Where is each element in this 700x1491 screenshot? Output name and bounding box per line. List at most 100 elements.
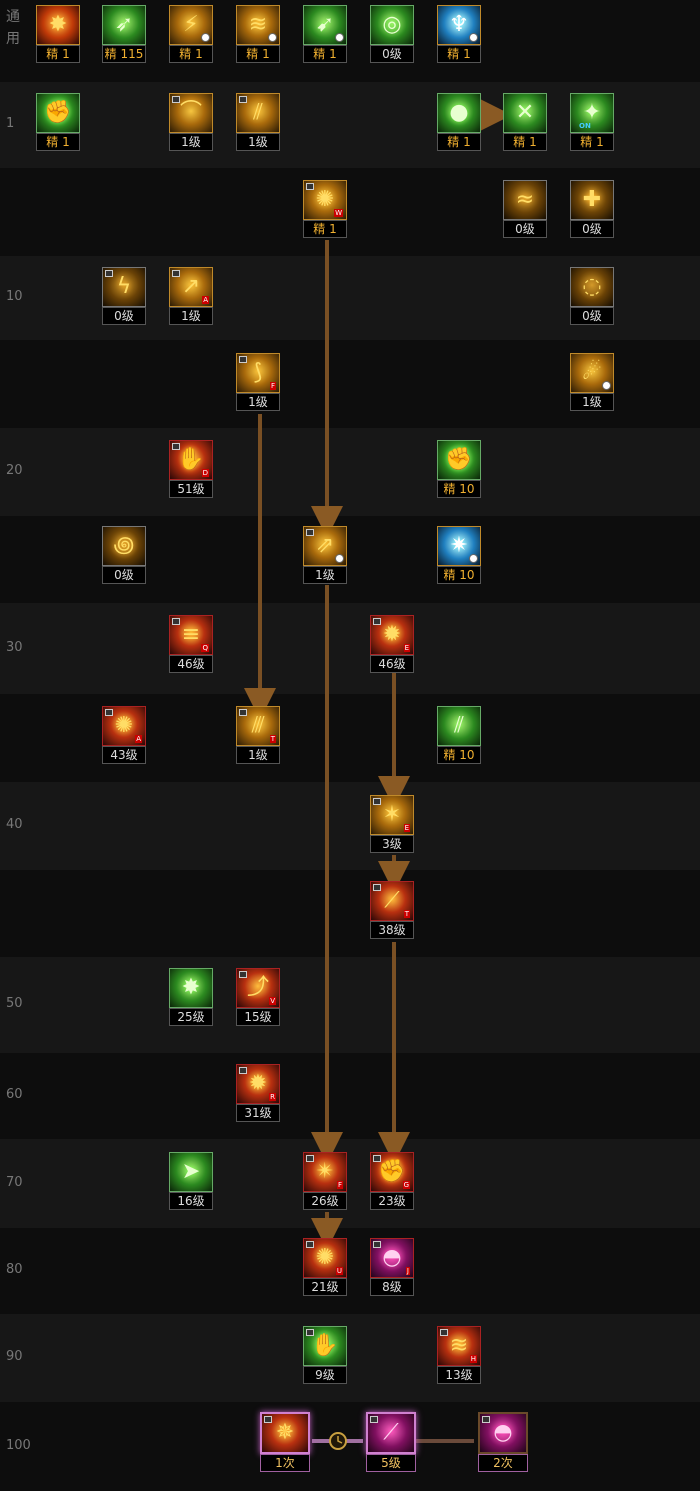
skill-slot[interactable]: ✵1次 <box>260 1412 310 1472</box>
green-burst-icon[interactable]: ✸ <box>169 968 213 1008</box>
impact-icon[interactable]: ✺U <box>303 1238 347 1278</box>
tree-row: 90 <box>0 1314 700 1402</box>
spiral-icon[interactable]: ꩜ <box>102 526 146 566</box>
awakening-helm-icon[interactable]: ◓ <box>478 1412 528 1454</box>
wind-slash-icon[interactable]: ≡Q <box>169 615 213 655</box>
skill-slot[interactable]: ≈0级 <box>503 180 547 238</box>
kick-icon[interactable]: ⚡ <box>169 5 213 45</box>
skill-slot[interactable]: ➹精 1 <box>303 5 347 63</box>
skill-tag-icon <box>264 1416 272 1423</box>
gauntlet-icon[interactable]: ✊ <box>36 93 80 133</box>
skill-slot[interactable]: ⌒1级 <box>169 93 213 151</box>
awakening-blade-icon[interactable]: ⟋ <box>366 1412 416 1454</box>
skill-slot[interactable]: ✊精 1 <box>36 93 80 151</box>
skill-slot[interactable]: ⫽精 10 <box>437 706 481 764</box>
green-orb-icon[interactable]: ● <box>437 93 481 133</box>
skill-slot[interactable]: ☄1级 <box>570 353 614 411</box>
flame-burst-icon[interactable]: ✸ <box>36 5 80 45</box>
skill-level-label: 21级 <box>303 1278 347 1296</box>
skill-slot[interactable]: ⟋5级 <box>366 1412 416 1472</box>
skill-level-label: 精 10 <box>437 746 481 764</box>
twin-blade-icon[interactable]: ⫽ <box>437 706 481 746</box>
flame-kick-icon[interactable]: ✴F <box>303 1152 347 1192</box>
wings-icon[interactable]: ♆ <box>437 5 481 45</box>
arrow-strike-icon[interactable]: ➤ <box>169 1152 213 1192</box>
arc-wave-icon[interactable]: ⟆F <box>236 353 280 393</box>
multi-slash-icon[interactable]: ⫻T <box>236 706 280 746</box>
leap-strike-icon[interactable]: ⤴V <box>236 968 280 1008</box>
target-icon[interactable]: ◎ <box>370 5 414 45</box>
skill-slot[interactable]: ✋9级 <box>303 1326 347 1384</box>
skill-slot[interactable]: ✚0级 <box>570 180 614 238</box>
skill-level-label: 1级 <box>303 566 347 584</box>
helmet-icon[interactable]: ◓J <box>370 1238 414 1278</box>
skill-slot[interactable]: ➶精 115 <box>102 5 146 63</box>
row-level-label: 60 <box>6 1087 23 1102</box>
skill-level-label: 8级 <box>370 1278 414 1296</box>
explode-icon[interactable]: ✹E <box>370 615 414 655</box>
skill-slot[interactable]: ◌0级 <box>570 267 614 325</box>
skill-slot[interactable]: ✊精 10 <box>437 440 481 498</box>
awakening-fury-icon[interactable]: ✵ <box>260 1412 310 1454</box>
skill-slot[interactable]: ✷精 10 <box>437 526 481 584</box>
fire-fist-icon[interactable]: ✊G <box>370 1152 414 1192</box>
lightning-icon[interactable]: ϟ <box>102 267 146 307</box>
slash-arc-icon[interactable]: ⌒ <box>169 93 213 133</box>
grab-icon[interactable]: ✋D <box>169 440 213 480</box>
comet-icon[interactable]: ☄ <box>570 353 614 393</box>
flame-rush-icon[interactable]: ≋H <box>437 1326 481 1366</box>
running-figure-icon[interactable]: ➶ <box>102 5 146 45</box>
crossed-swords-icon[interactable]: ✕ <box>503 93 547 133</box>
shock-icon[interactable]: ✶E <box>370 795 414 835</box>
burst-strike-icon[interactable]: ✺W <box>303 180 347 220</box>
hand-blast-icon[interactable]: ✋ <box>303 1326 347 1366</box>
claw-slash-icon[interactable]: ⫽ <box>236 93 280 133</box>
fist-icon[interactable]: ✊ <box>437 440 481 480</box>
skill-slot[interactable]: ≋精 1 <box>236 5 280 63</box>
uppercut-icon[interactable]: ↗A <box>169 267 213 307</box>
crouch-figure-icon[interactable]: ➹ <box>303 5 347 45</box>
shield-cross-icon[interactable]: ✚ <box>570 180 614 220</box>
skill-glyph: ≡ <box>181 622 201 647</box>
star-flash-icon[interactable]: ✷ <box>437 526 481 566</box>
nova-icon[interactable]: ✹R <box>236 1064 280 1104</box>
skill-slot[interactable]: ꩜0级 <box>102 526 146 584</box>
tornado-icon[interactable]: ✺A <box>102 706 146 746</box>
skill-slot[interactable]: ⇗1级 <box>303 526 347 584</box>
sweep-icon[interactable]: ≈ <box>503 180 547 220</box>
skill-slot[interactable]: ✸25级 <box>169 968 213 1026</box>
lance-icon[interactable]: ⟋T <box>370 881 414 921</box>
skill-slot[interactable]: ✕精 1 <box>503 93 547 151</box>
rising-strike-icon[interactable]: ⇗ <box>303 526 347 566</box>
skill-slot[interactable]: ◓2次 <box>478 1412 528 1472</box>
skill-slot[interactable]: ⚡精 1 <box>169 5 213 63</box>
skill-slot[interactable]: ➤16级 <box>169 1152 213 1210</box>
fan-toggle-icon[interactable]: ✦ON <box>570 93 614 133</box>
skill-slot[interactable]: ✸精 1 <box>36 5 80 63</box>
skill-slot[interactable]: ●精 1 <box>437 93 481 151</box>
dash-icon[interactable]: ≋ <box>236 5 280 45</box>
skill-slot[interactable]: ♆精 1 <box>437 5 481 63</box>
skill-slot[interactable]: ◎0级 <box>370 5 414 63</box>
whirl-icon[interactable]: ◌ <box>570 267 614 307</box>
skill-slot[interactable]: ⫽1级 <box>236 93 280 151</box>
